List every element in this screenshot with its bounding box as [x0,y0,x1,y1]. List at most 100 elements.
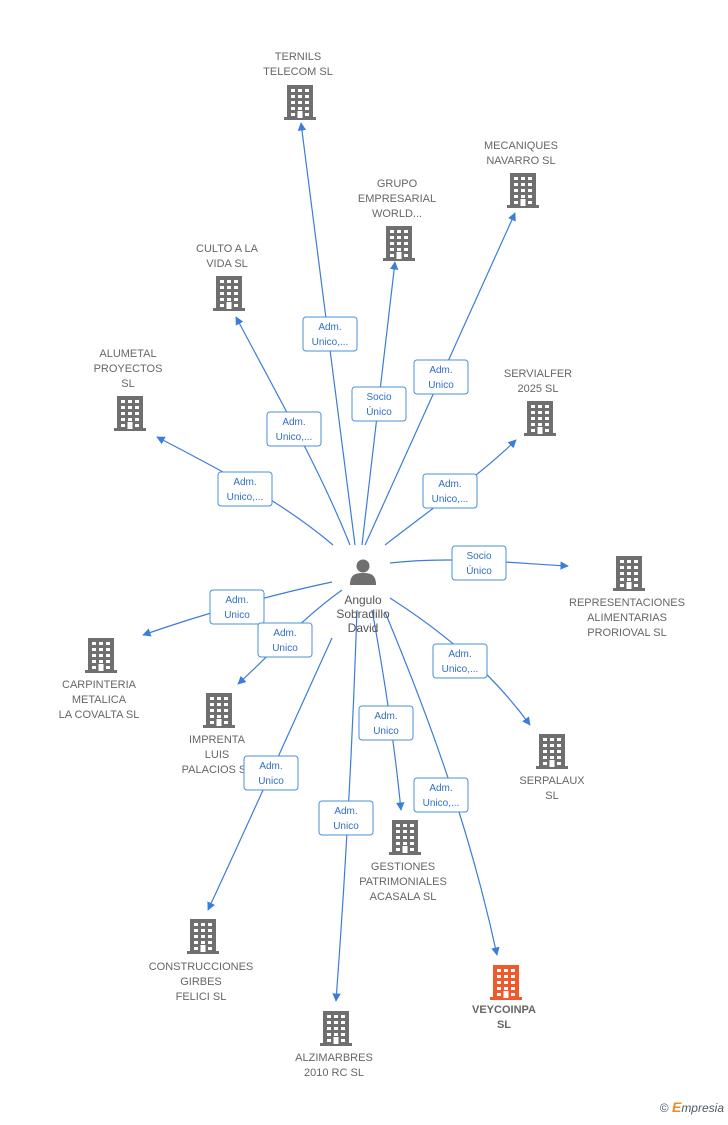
company-name-line: 2025 SL [518,383,559,395]
company-name-line: ALZIMARBRES [295,1052,373,1064]
role-label-line: Adm. [259,761,282,772]
role-label-line: Adm. [429,783,452,794]
person-name-line: Sobradillo [336,607,390,621]
company-name-servialfer[interactable]: SERVIALFER 2025 SL [504,368,572,395]
company-name-line: CONSTRUCCIONES [149,961,254,973]
role-label-gestiones[interactable]: Adm. Unico [358,705,414,741]
role-label-line: Único [366,405,392,418]
role-label-culto[interactable]: Adm. Unico,... [266,411,322,447]
company-name-line: TELECOM SL [263,66,333,78]
role-label-line: Adm. [448,649,471,660]
company-name-line: TERNILS [275,51,321,63]
company-name-line: GIRBES [180,976,222,988]
company-name-line: LUIS [205,749,229,761]
role-label-line: Unico,... [442,664,479,675]
role-label-construcciones[interactable]: Adm. Unico [243,755,299,791]
brand-logo-text: mpresia [681,1101,724,1115]
role-label-alzimarbres[interactable]: Adm. Unico [318,800,374,836]
building-icon-ternils[interactable] [284,85,316,120]
company-name-line: PROYECTOS [94,363,163,375]
company-name-line: SL [497,1019,511,1031]
building-icon-grupo[interactable] [383,226,415,261]
company-name-line: SL [545,790,558,802]
company-name-line: ALUMETAL [99,348,156,360]
role-label-line: Socio [466,551,491,562]
building-icon-imprenta[interactable] [203,693,235,728]
company-name-construcciones[interactable]: CONSTRUCCIONES GIRBES FELICI SL [149,961,254,1003]
role-label-line: Unico [333,821,359,832]
company-name-line: SERVIALFER [504,368,572,380]
role-label-line: Unico [258,776,284,787]
company-name-line: WORLD... [372,208,422,220]
company-name-line: VEYCOINPA [472,1004,536,1016]
role-label-line: Adm. [438,479,461,490]
company-name-line: CARPINTERIA [62,679,137,691]
company-name-line: NAVARRO SL [486,155,555,167]
role-label-line: Unico,... [227,492,264,503]
company-name-veycoinpa[interactable]: VEYCOINPA SL [472,1004,536,1031]
building-icon-representaciones[interactable] [613,556,645,591]
building-icon-carpinteria[interactable] [85,638,117,673]
company-name-line: VIDA SL [206,258,248,270]
person-name-line: Angulo [344,593,382,607]
role-label-mecaniques[interactable]: Adm.Unico [413,359,469,395]
company-name-culto[interactable]: CULTO A LA VIDA SL [196,243,259,270]
role-label-line: Adm. [282,417,305,428]
company-name-line: LA COVALTA SL [59,709,140,721]
building-icon-construcciones[interactable] [187,919,219,954]
role-label-ternils[interactable]: Adm.Unico,... [302,316,358,352]
role-label-line: Unico,... [423,798,460,809]
copyright-icon: © [659,1101,669,1115]
building-icon-alumetal[interactable] [114,396,146,431]
person-icon [350,559,376,585]
role-label-line: Adm. [225,595,248,606]
role-label-line: Adm. [233,477,256,488]
building-icon-servialfer[interactable] [524,401,556,436]
role-label-line: Unico [373,726,399,737]
role-label-alumetal[interactable]: Adm. Unico,... [217,471,273,507]
person-name-line: David [348,621,379,635]
role-label-line: Unico,... [276,432,313,443]
company-name-line: PATRIMONIALES [359,876,447,888]
role-label-imprenta[interactable]: Adm.Unico [257,622,313,658]
role-label-veycoinpa[interactable]: Adm. Unico,... [413,777,469,813]
company-name-ternils[interactable]: TERNILS TELECOM SL [263,51,333,78]
role-label-serpalaux[interactable]: Adm. Unico,... [432,643,488,679]
building-icon-gestiones[interactable] [389,820,421,855]
building-icon-mecaniques[interactable] [507,173,539,208]
role-label-servialfer[interactable]: Adm.Unico,... [422,473,478,509]
company-name-line: GESTIONES [371,861,435,873]
role-label-line: Unico [224,610,250,621]
company-name-line: ALIMENTARIAS [587,612,667,624]
building-icon-veycoinpa[interactable] [490,965,522,1000]
role-label-line: Adm. [374,711,397,722]
building-icon-culto[interactable] [213,276,245,311]
brand-logo-initial: E [671,1099,682,1115]
company-name-line: IMPRENTA [189,734,246,746]
company-name-line: REPRESENTACIONES [569,597,685,609]
company-name-line: FELICI SL [176,991,227,1003]
role-label-line: Adm. [429,365,452,376]
building-icon-alzimarbres[interactable] [320,1011,352,1046]
role-label-line: Adm. [334,806,357,817]
building-icon-serpalaux[interactable] [536,734,568,769]
company-name-line: CULTO A LA [196,243,259,255]
role-label-line: Único [466,564,492,577]
footer-brand[interactable]: © Empresia [660,1099,724,1115]
role-label-carpinteria[interactable]: Adm. Unico [209,589,265,625]
